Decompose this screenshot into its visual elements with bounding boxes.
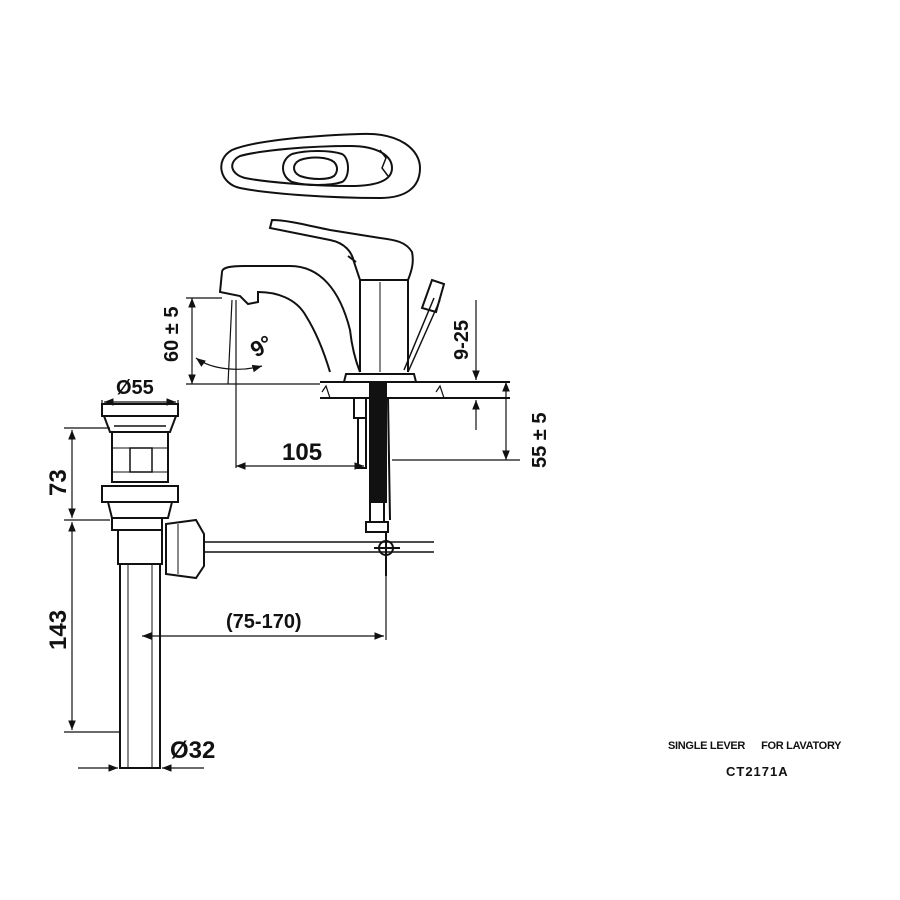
dim-waste-upper-height: 73 <box>45 469 72 496</box>
caption-usage: FOR LAVATORY <box>761 740 842 752</box>
dim-spout-angle: 9° <box>246 330 277 362</box>
caption-product-type: SINGLE LEVER FOR LAVATORY <box>668 740 857 752</box>
dim-body-below-deck: 55 ± 5 <box>529 413 551 468</box>
dim-spout-height: 60 ± 5 <box>161 307 183 362</box>
lever-top-view <box>220 132 422 200</box>
dim-waste-diameter-top: Ø55 <box>116 377 154 399</box>
faucet-side-view <box>218 218 510 576</box>
caption-type: SINGLE LEVER <box>668 740 746 752</box>
popup-waste <box>101 403 434 769</box>
dim-trap-offset: (75-170) <box>226 611 302 633</box>
dimension-lines <box>64 297 520 772</box>
dim-waste-diameter-bottom: Ø32 <box>170 737 215 764</box>
caption-model: CT2171A <box>726 764 789 779</box>
dim-deck-thickness: 9-25 <box>451 320 473 360</box>
dim-waste-lower-height: 143 <box>45 610 72 650</box>
dim-reach: 105 <box>282 439 322 466</box>
